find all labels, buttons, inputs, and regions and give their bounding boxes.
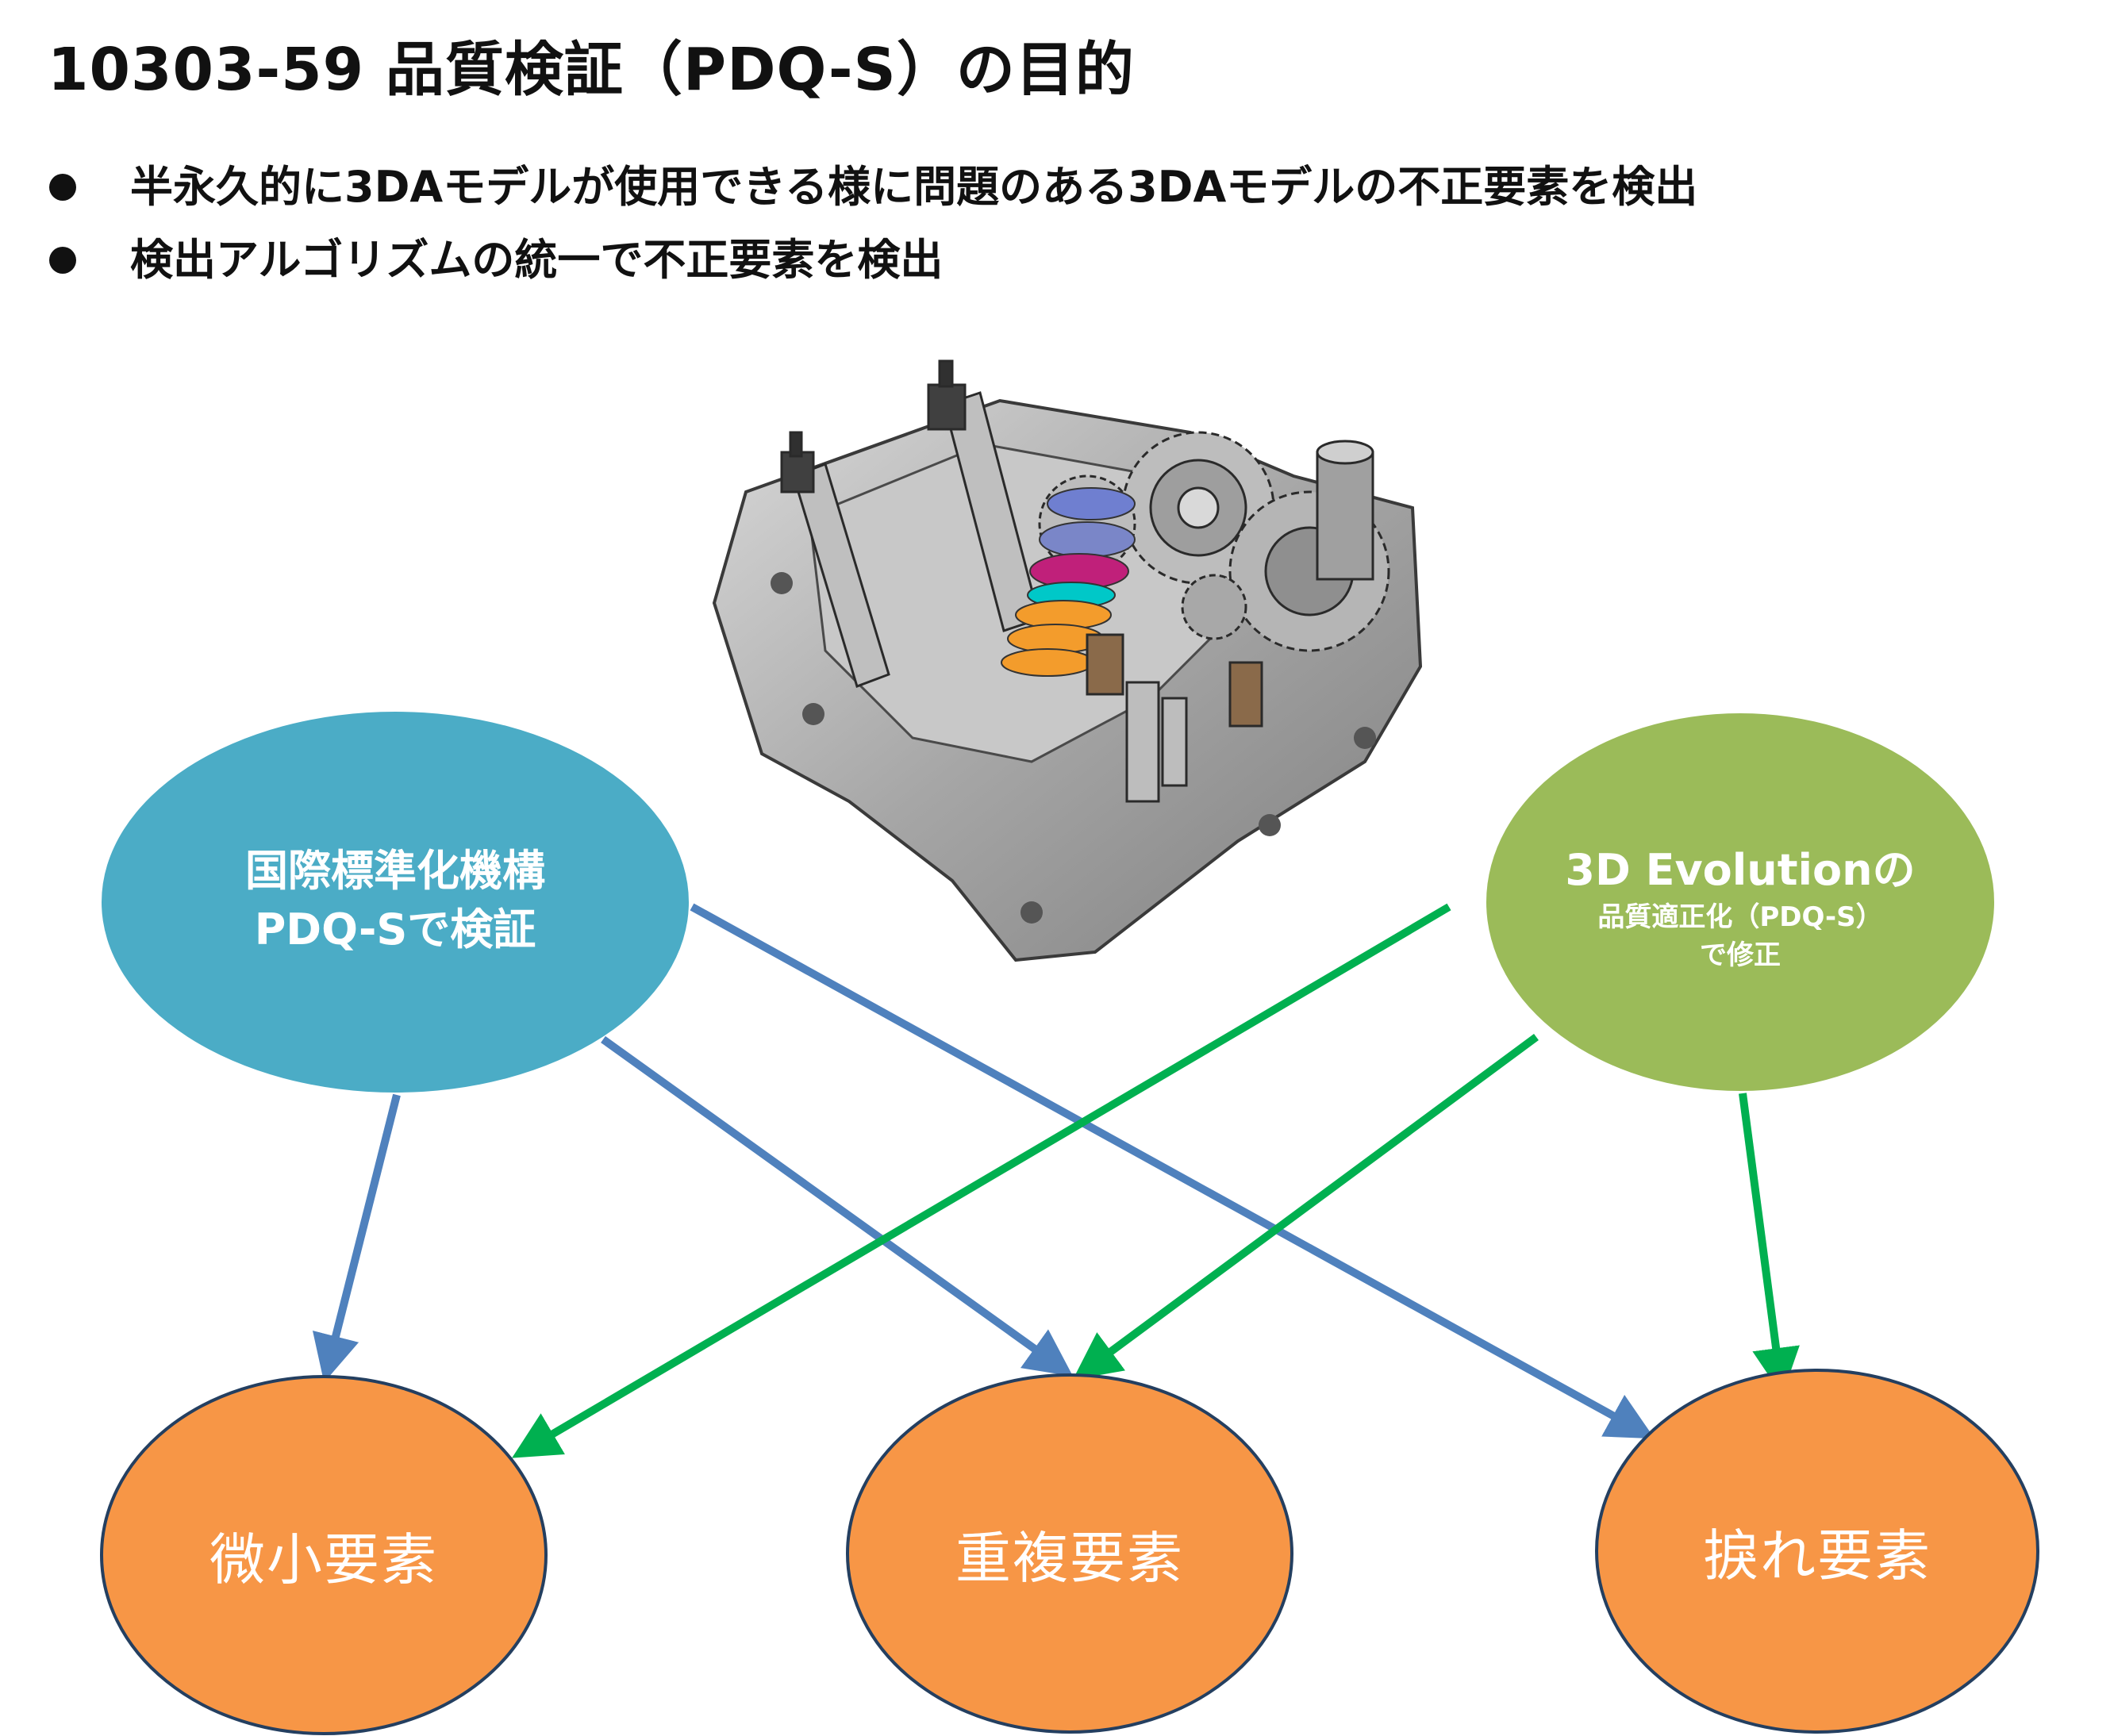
bullet-dot-icon bbox=[49, 247, 76, 274]
node-duplicate-ellipse bbox=[846, 1373, 1293, 1734]
bullet-list: 半永久的に3DAモデルが使用できる様に問題のある3DAモデルの不正要素を検出 検… bbox=[49, 151, 1697, 297]
node-evolution-line3: で修正 bbox=[1700, 939, 1781, 971]
node-evolution-line1: 3D Evolutionの bbox=[1565, 845, 1916, 895]
blue-arrows bbox=[312, 903, 1655, 1439]
node-evolution: 3D Evolutionの 品質適正化（PDQ-S） で修正 bbox=[1510, 817, 1970, 1000]
node-evolution-line2: 品質適正化（PDQ-S） bbox=[1597, 901, 1883, 933]
bullet-text: 検出アルゴリズムの統一で不正要素を検出 bbox=[130, 235, 944, 285]
node-deviation-ellipse bbox=[1595, 1369, 2039, 1734]
gearbox-model-image bbox=[712, 359, 1423, 962]
arrow-evolution-to-duplicate bbox=[1072, 1033, 1539, 1380]
node-small: 微小要素 bbox=[133, 1507, 514, 1603]
arrow-iso-to-duplicate bbox=[601, 1035, 1074, 1377]
bullet-item: 半永久的に3DAモデルが使用できる様に問題のある3DAモデルの不正要素を検出 bbox=[49, 151, 1697, 224]
node-iso-line1: 国際標準化機構 bbox=[245, 846, 545, 896]
arrow-evolution-to-deviation bbox=[1739, 1093, 1800, 1396]
green-arrows bbox=[512, 903, 1800, 1458]
bullet-dot-icon bbox=[49, 174, 76, 201]
node-iso-ellipse bbox=[102, 712, 689, 1093]
arrow-evolution-to-small bbox=[512, 903, 1451, 1458]
page-title: 10303-59 品質検証（PDQ-S）の目的 bbox=[48, 36, 1135, 104]
node-duplicate: 重複要素 bbox=[879, 1506, 1260, 1601]
node-deviation-label: 捩れ要素 bbox=[1703, 1523, 1931, 1588]
node-small-label: 微小要素 bbox=[209, 1527, 438, 1592]
node-small-ellipse bbox=[100, 1375, 548, 1735]
arrow-iso-to-deviation bbox=[690, 903, 1655, 1439]
arrow-iso-to-small bbox=[312, 1093, 401, 1383]
node-iso-line2: PDQ-Sで検証 bbox=[254, 904, 536, 954]
node-evolution-ellipse bbox=[1486, 713, 1994, 1091]
bullet-text: 半永久的に3DAモデルが使用できる様に問題のある3DAモデルの不正要素を検出 bbox=[130, 162, 1698, 212]
bullet-item: 検出アルゴリズムの統一で不正要素を検出 bbox=[49, 224, 1697, 297]
node-duplicate-label: 重複要素 bbox=[955, 1525, 1184, 1591]
node-deviation: 捩れ要素 bbox=[1627, 1504, 2008, 1599]
node-iso: 国際標準化機構 PDQ-Sで検証 bbox=[149, 793, 641, 1008]
